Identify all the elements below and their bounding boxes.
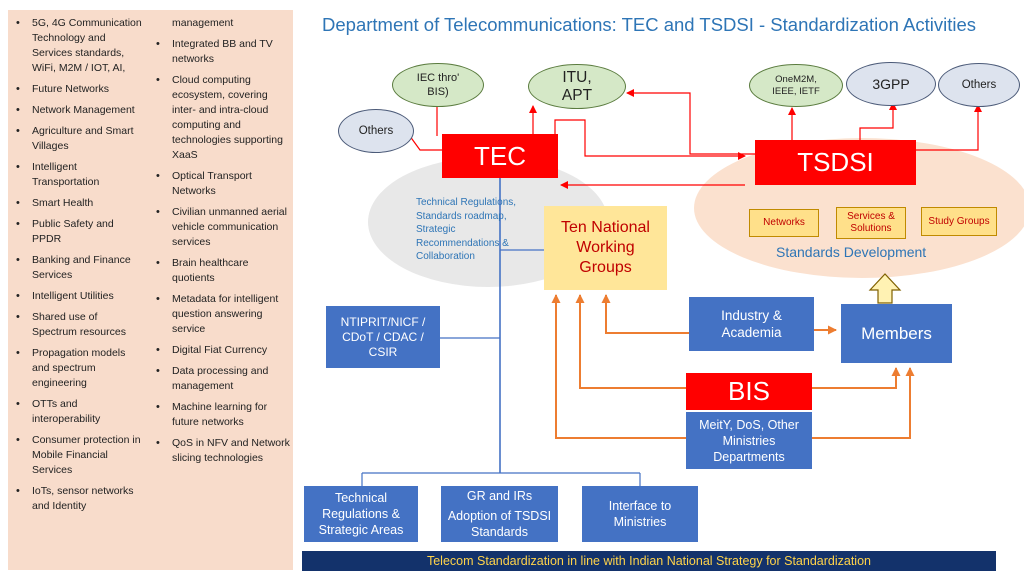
arrow-meity-members <box>812 367 915 439</box>
activity-item: IoTs, sensor networks and Identity <box>10 484 145 514</box>
arrow-tsdsi-3gpp <box>859 102 897 140</box>
activity-item: Brain healthcare quotients <box>150 256 290 286</box>
node-others-left: Others <box>338 109 414 153</box>
activity-item: Intelligent Transportation <box>10 160 145 190</box>
activity-item: Digital Fiat Currency <box>150 343 290 358</box>
arrow-meity-wg <box>551 294 686 439</box>
node-tec: TEC <box>442 134 558 178</box>
standards-development-label: Standards Development <box>776 244 927 260</box>
activity-item: Data processing and management <box>150 364 290 394</box>
node-tsdsi: TSDSI <box>755 140 916 185</box>
activity-item: Agriculture and Smart Villages <box>10 124 145 154</box>
node-members: Members <box>841 304 952 363</box>
activity-item: OTTs and interoperability <box>10 397 145 427</box>
arrow-tec-tsdsi <box>527 119 746 160</box>
footer-banner: Telecom Standardization in line with Ind… <box>302 551 996 571</box>
node-interface: Interface to Ministries <box>582 486 698 542</box>
node-tech-regulations: Technical Regulations & Strategic Areas <box>304 486 418 542</box>
node-3gpp: 3GPP <box>846 62 936 106</box>
up-arrow-icon <box>868 273 902 304</box>
activities-list-right: management Integrated BB and TV networks… <box>150 16 290 472</box>
activity-item: Metadata for intelligent question answer… <box>150 292 290 337</box>
activity-item: Propagation models and spectrum engineer… <box>10 346 145 391</box>
node-itu: ITU, APT <box>528 64 626 109</box>
activities-panel: 5G, 4G Communication Technology and Serv… <box>8 10 293 570</box>
arrow-bis-members <box>818 367 901 389</box>
node-working-groups: Ten National Working Groups <box>544 206 667 290</box>
tag-services: Services & Solutions <box>836 207 906 239</box>
node-iec: IEC thro' BIS) <box>392 63 484 107</box>
activity-item: 5G, 4G Communication Technology and Serv… <box>10 16 145 76</box>
node-onem2m: OneM2M, IEEE, IETF <box>749 64 843 107</box>
node-ntiprit: NTIPRIT/NICF / CDoT / CDAC / CSIR <box>326 306 440 368</box>
activity-item: Consumer protection in Mobile Financial … <box>10 433 145 478</box>
activity-item: Intelligent Utilities <box>10 289 145 304</box>
node-gr-adoption: GR and IRs Adoption of TSDSI Standards <box>441 486 558 542</box>
tag-networks: Networks <box>749 209 819 237</box>
activity-item: Network Management <box>10 103 145 118</box>
activity-item: Civilian unmanned aerial vehicle communi… <box>150 205 290 250</box>
activity-item: Optical Transport Networks <box>150 169 290 199</box>
diagram-title: Department of Telecommunications: TEC an… <box>322 14 976 35</box>
node-others-right: Others <box>938 63 1020 107</box>
activity-continuation: management <box>172 17 234 29</box>
activities-list-left: 5G, 4G Communication Technology and Serv… <box>10 16 145 520</box>
activity-item: Public Safety and PPDR <box>10 217 145 247</box>
node-industry: Industry & Academia <box>689 297 814 351</box>
node-meity: MeitY, DoS, Other Ministries Departments <box>686 412 812 469</box>
activity-item: Banking and Finance Services <box>10 253 145 283</box>
activity-item: Shared use of Spectrum resources <box>10 310 145 340</box>
activity-item: Machine learning for future networks <box>150 400 290 430</box>
activity-item: Future Networks <box>10 82 145 97</box>
gr-irs-label: GR and IRs <box>466 489 533 503</box>
arrow-industry-wg <box>601 294 689 334</box>
tec-description: Technical Regulations, Standards roadmap… <box>416 197 517 262</box>
activity-item: Integrated BB and TV networks <box>150 37 290 67</box>
node-bis: BIS <box>686 373 812 410</box>
activity-item: Smart Health <box>10 196 145 211</box>
adoption-label: Adoption of TSDSI Standards <box>447 509 552 539</box>
arrow-tsdsi-itu <box>626 89 755 155</box>
tag-study-groups: Study Groups <box>921 207 997 236</box>
arrow-tsdsi-others <box>916 104 982 151</box>
activity-item: Cloud computing ecosystem, covering inte… <box>150 73 290 163</box>
activity-item: QoS in NFV and Network slicing technolog… <box>150 436 290 466</box>
